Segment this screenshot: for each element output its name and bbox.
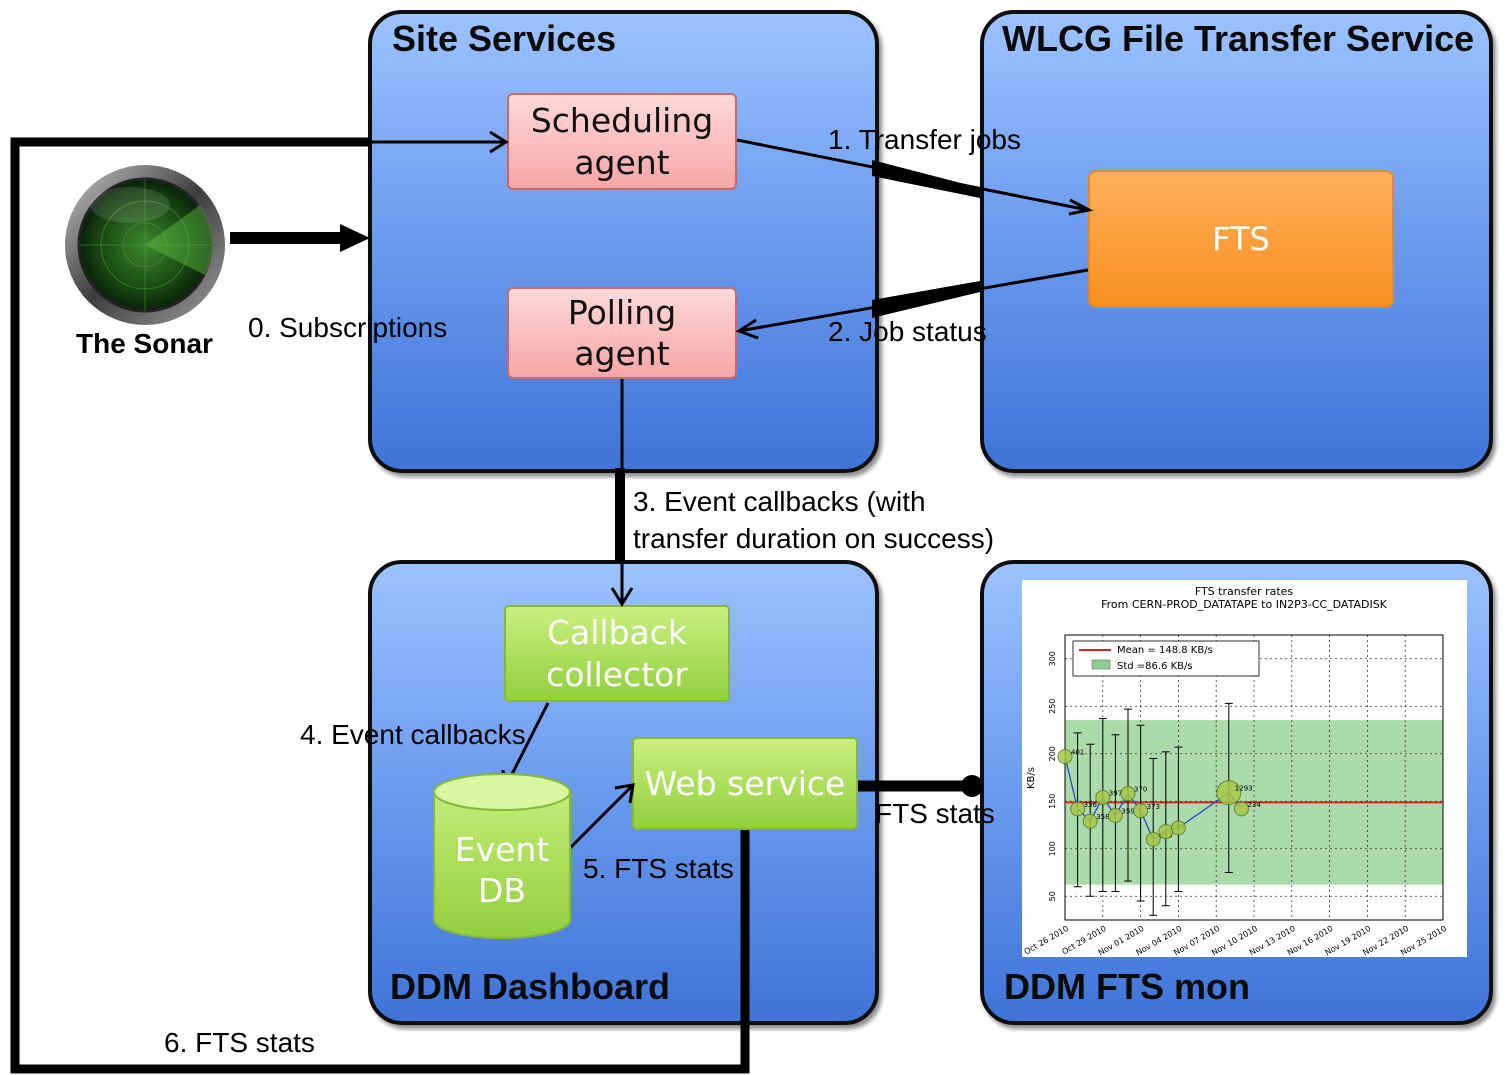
data-point: [1145, 831, 1161, 847]
y-axis-label: KB/s: [1026, 767, 1037, 789]
data-label: 234: [1247, 801, 1261, 809]
polling-agent-line2: agent: [574, 334, 670, 373]
data-point: [1070, 801, 1086, 817]
fts-box-label: FTS: [1212, 220, 1270, 258]
data-point: [1158, 824, 1174, 840]
event-db-line1: Event: [454, 829, 550, 869]
data-label: 370: [1134, 786, 1147, 794]
chart-subtitle: From CERN-PROD_DATATAPE to IN2P3-CC_DATA…: [1101, 598, 1388, 611]
data-label: 359: [1121, 808, 1134, 816]
label-job-status: 2. Job status: [828, 316, 987, 347]
arrowhead-fts: [1068, 198, 1094, 216]
panel-title-ddm-dashboard: DDM Dashboard: [390, 966, 671, 1007]
arrowhead-polling: [735, 318, 759, 340]
data-point: [1095, 789, 1111, 805]
panel-title-ddm-fts-mon: DDM FTS mon: [1004, 966, 1250, 1007]
label-event-callbacks-1: 3. Event callbacks (with: [633, 486, 926, 517]
web-service-box[interactable]: Web service: [632, 737, 858, 830]
db-to-web-arrow: [568, 784, 634, 850]
data-point: [1216, 780, 1242, 806]
legend-std-label: Std =86.6 KB/s: [1117, 661, 1193, 672]
data-point: [1057, 749, 1073, 765]
y-tick-label: 150: [1048, 794, 1057, 809]
scheduling-agent-line2: agent: [574, 142, 670, 182]
arrowhead-scheduling: [489, 130, 509, 154]
label-fts-stats-6: 6. FTS stats: [164, 1027, 315, 1058]
data-point: [1233, 801, 1249, 817]
callback-collector-line2: collector: [546, 654, 688, 694]
data-point: [1170, 820, 1186, 836]
fts-stats-dot: [961, 775, 983, 797]
event-db-line2: DB: [477, 871, 527, 910]
legend-std-swatch: [1091, 659, 1111, 670]
web-service-label: Web service: [644, 763, 846, 803]
label-subscriptions: 0. Subscriptions: [248, 312, 448, 343]
data-point: [1107, 808, 1123, 823]
data-label: 336: [1084, 801, 1098, 809]
data-label: 1293: [1235, 785, 1253, 793]
data-point: [1120, 786, 1136, 802]
polling-agent-line1: Polling: [567, 292, 677, 332]
data-label: 358: [1096, 813, 1109, 821]
arrowhead-callback: [610, 587, 634, 607]
y-tick-label: 300: [1048, 651, 1057, 666]
chart-title: FTS transfer rates: [1195, 585, 1294, 598]
data-point: [1082, 813, 1098, 829]
panel-title-site-services: Site Services: [392, 18, 617, 59]
fts-box[interactable]: FTS: [1088, 170, 1394, 308]
label-transfer-jobs: 1. Transfer jobs: [828, 124, 1021, 155]
label-fts-stats-5: 5. FTS stats: [583, 853, 734, 884]
label-fts-stats: FTS stats: [875, 798, 995, 829]
data-label: 397: [1109, 789, 1122, 797]
legend-mean-label: Mean = 148.8 KB/s: [1117, 645, 1213, 656]
data-label: 373: [1147, 803, 1160, 811]
sonar-label: The Sonar: [76, 328, 213, 359]
transfer-jobs-wedge: [872, 160, 980, 198]
scheduling-agent-line1: Scheduling: [530, 101, 714, 141]
y-tick-label: 100: [1048, 841, 1057, 856]
y-tick-label: 50: [1048, 891, 1057, 901]
data-label: 401: [1071, 749, 1084, 757]
data-point: [1133, 803, 1149, 819]
y-tick-label: 250: [1048, 699, 1057, 714]
loop-line-fts-stats: [10, 137, 750, 1074]
sonar-arrowhead: [340, 224, 370, 252]
y-tick-label: 200: [1048, 746, 1057, 761]
panel-title-wlcg: WLCG File Transfer Service: [1002, 18, 1475, 59]
callback-collector-line1: Callback: [546, 613, 687, 653]
legend-box: [1072, 640, 1260, 677]
job-status-wedge: [872, 281, 980, 318]
sonar-icon: [65, 165, 225, 325]
label-event-callbacks-4: 4. Event callbacks: [300, 719, 526, 750]
arrowhead-web: [614, 783, 635, 804]
plot-frame: [1064, 634, 1444, 921]
label-event-callbacks-2: transfer duration on success): [633, 523, 995, 554]
